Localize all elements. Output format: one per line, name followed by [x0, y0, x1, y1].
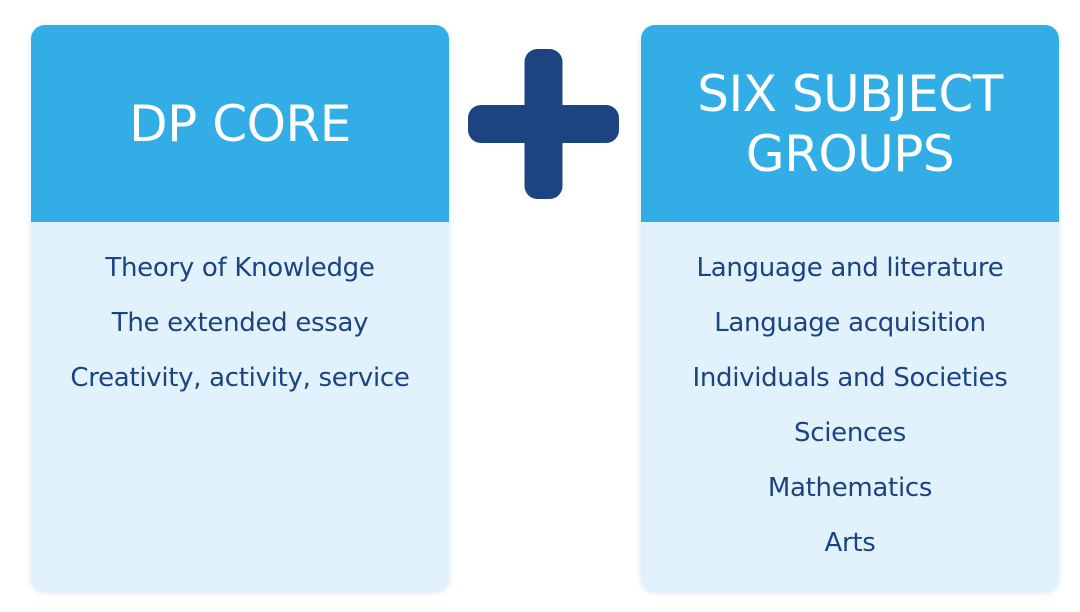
subject-item-language-and-literature: Language and literature: [696, 253, 1004, 283]
core-item-extended-essay: The extended essay: [111, 308, 369, 338]
dp-core-title: DP CORE: [129, 94, 351, 153]
subject-groups-title-line-1: SIX SUBJECT: [697, 64, 1003, 123]
subject-groups-title-line-2: GROUPS: [745, 124, 955, 183]
plus-icon-vertical-bar: [524, 49, 563, 199]
core-item-theory-of-knowledge: Theory of Knowledge: [105, 253, 375, 283]
subject-item-sciences: Sciences: [794, 418, 906, 448]
subject-groups-list: Language and literature Language acquisi…: [641, 222, 1059, 577]
dp-core-list: Theory of Knowledge The extended essay C…: [31, 222, 449, 412]
core-item-cas: Creativity, activity, service: [70, 363, 410, 393]
dp-core-card: DP CORE Theory of Knowledge The extended…: [31, 25, 449, 592]
subject-groups-title: SIX SUBJECT GROUPS: [697, 64, 1003, 184]
subject-item-arts: Arts: [824, 528, 876, 558]
dp-core-header: DP CORE: [31, 25, 449, 222]
subject-item-individuals-and-societies: Individuals and Societies: [692, 363, 1008, 393]
subject-item-mathematics: Mathematics: [767, 473, 933, 503]
plus-icon: [468, 49, 619, 199]
subject-groups-header: SIX SUBJECT GROUPS: [641, 25, 1059, 222]
subject-groups-card: SIX SUBJECT GROUPS Language and literatu…: [641, 25, 1059, 592]
subject-item-language-acquisition: Language acquisition: [714, 308, 986, 338]
